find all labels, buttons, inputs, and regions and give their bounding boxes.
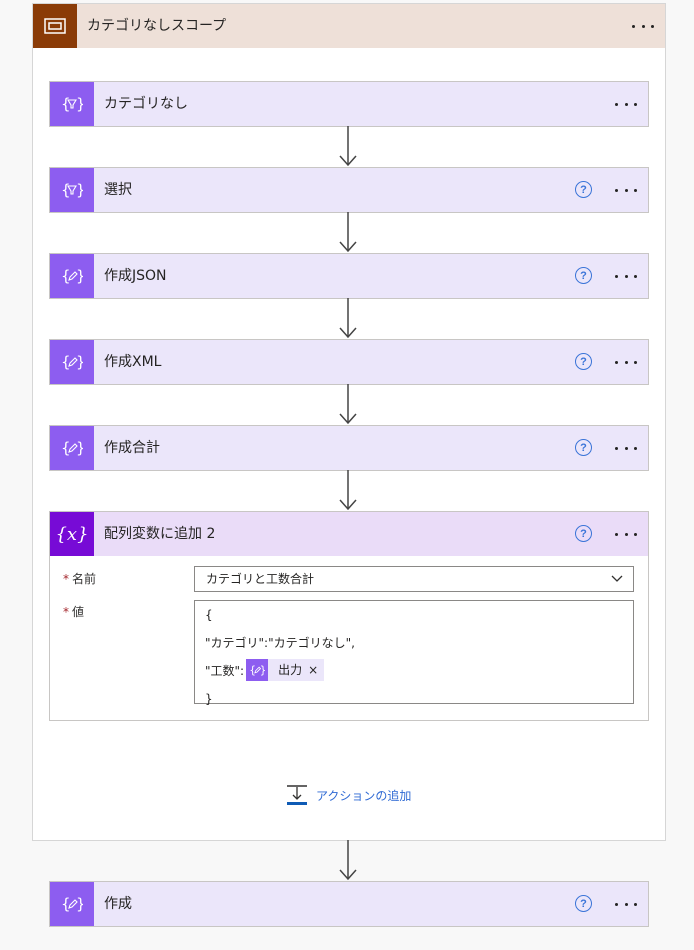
name-field-label: *名前 bbox=[63, 572, 97, 586]
svg-text:{: { bbox=[61, 95, 71, 113]
compose-icon: {} bbox=[50, 882, 94, 926]
value-line: "カテゴリ":"カテゴリなし", bbox=[205, 636, 355, 650]
more-menu-icon[interactable] bbox=[612, 894, 640, 914]
svg-text:}: } bbox=[76, 353, 83, 371]
svg-text:}: } bbox=[76, 895, 83, 913]
arrow-down-icon bbox=[339, 212, 357, 253]
append-action-title: 配列変数に追加 2 bbox=[104, 526, 216, 542]
token-remove-icon[interactable]: × bbox=[308, 663, 319, 677]
value-textarea[interactable]: { "カテゴリ":"カテゴリなし", "工数": {} 出力 × } bbox=[194, 600, 634, 706]
value-field-label: *値 bbox=[63, 605, 85, 619]
card-title: 選択 bbox=[104, 182, 132, 198]
arrow-down-icon bbox=[339, 470, 357, 511]
svg-text:{: { bbox=[61, 353, 71, 371]
value-line-text: "工数": bbox=[205, 664, 245, 678]
add-action-icon bbox=[287, 785, 307, 805]
svg-text:{: { bbox=[249, 665, 256, 677]
output-token[interactable]: {} 出力 × bbox=[246, 659, 325, 681]
help-icon[interactable]: ? bbox=[575, 267, 592, 284]
arrow-down-icon bbox=[339, 840, 357, 881]
card-compose-xml[interactable]: {} 作成XML ? bbox=[49, 339, 649, 385]
card-select[interactable]: {} 選択 ? bbox=[49, 167, 649, 213]
arrow-down-icon bbox=[339, 298, 357, 339]
more-menu-icon[interactable] bbox=[612, 438, 640, 458]
more-menu-icon[interactable] bbox=[612, 180, 640, 200]
arrow-down-icon bbox=[339, 126, 357, 167]
card-title: 作成XML bbox=[104, 354, 162, 370]
card-append-array-variable: {𝑥} 配列変数に追加 2 ? *名前 カテゴリと工数合計 *値 { "カテゴリ… bbox=[49, 511, 649, 721]
add-action-button[interactable]: アクションの追加 bbox=[286, 784, 411, 806]
more-menu-icon[interactable] bbox=[612, 352, 640, 372]
scope-icon bbox=[33, 4, 77, 48]
card-title: 作成JSON bbox=[104, 268, 167, 284]
help-icon[interactable]: ? bbox=[575, 439, 592, 456]
arrow-down-icon bbox=[339, 384, 357, 425]
compose-icon: {} bbox=[50, 254, 94, 298]
value-line: } bbox=[205, 692, 213, 706]
svg-text:}: } bbox=[76, 439, 83, 457]
more-menu-icon[interactable] bbox=[612, 266, 640, 286]
more-menu-icon[interactable] bbox=[612, 94, 640, 114]
value-line: "工数": {} 出力 × bbox=[205, 659, 623, 690]
svg-text:{: { bbox=[61, 895, 71, 913]
help-icon[interactable]: ? bbox=[575, 181, 592, 198]
name-select[interactable]: カテゴリと工数合計 bbox=[194, 566, 634, 592]
help-icon[interactable]: ? bbox=[575, 525, 592, 542]
svg-text:}: } bbox=[76, 181, 83, 199]
compose-icon: {} bbox=[246, 659, 269, 681]
card-title: 作成合計 bbox=[104, 440, 160, 456]
variable-icon: {𝑥} bbox=[50, 512, 94, 556]
scope-header[interactable]: カテゴリなしスコープ bbox=[33, 4, 665, 48]
svg-text:{: { bbox=[61, 439, 71, 457]
scope-more-menu-icon[interactable] bbox=[629, 16, 657, 36]
name-select-value: カテゴリと工数合計 bbox=[206, 572, 315, 586]
svg-text:}: } bbox=[76, 267, 83, 285]
more-menu-icon[interactable] bbox=[612, 524, 640, 544]
svg-text:}: } bbox=[260, 665, 265, 677]
compose-icon: {} bbox=[50, 426, 94, 470]
card-compose-json[interactable]: {} 作成JSON ? bbox=[49, 253, 649, 299]
filter-array-icon: {} bbox=[50, 82, 94, 126]
value-line: { bbox=[205, 608, 213, 622]
svg-text:}: } bbox=[76, 95, 83, 113]
output-token-label: 出力 bbox=[278, 663, 303, 677]
help-icon[interactable]: ? bbox=[575, 353, 592, 370]
card-compose-total[interactable]: {} 作成合計 ? bbox=[49, 425, 649, 471]
filter-array-icon: {} bbox=[50, 168, 94, 212]
card-compose[interactable]: {} 作成 ? bbox=[49, 881, 649, 927]
scope-title: カテゴリなしスコープ bbox=[87, 18, 227, 34]
help-icon[interactable]: ? bbox=[575, 895, 592, 912]
chevron-down-icon bbox=[611, 575, 623, 582]
append-action-header[interactable]: {𝑥} 配列変数に追加 2 ? bbox=[50, 512, 648, 556]
svg-text:{: { bbox=[61, 267, 71, 285]
add-action-label: アクションの追加 bbox=[316, 788, 412, 803]
card-filter-no-category[interactable]: {} カテゴリなし bbox=[49, 81, 649, 127]
card-title: カテゴリなし bbox=[104, 96, 188, 112]
svg-text:{: { bbox=[61, 181, 71, 199]
compose-icon: {} bbox=[50, 340, 94, 384]
card-title: 作成 bbox=[104, 896, 132, 912]
